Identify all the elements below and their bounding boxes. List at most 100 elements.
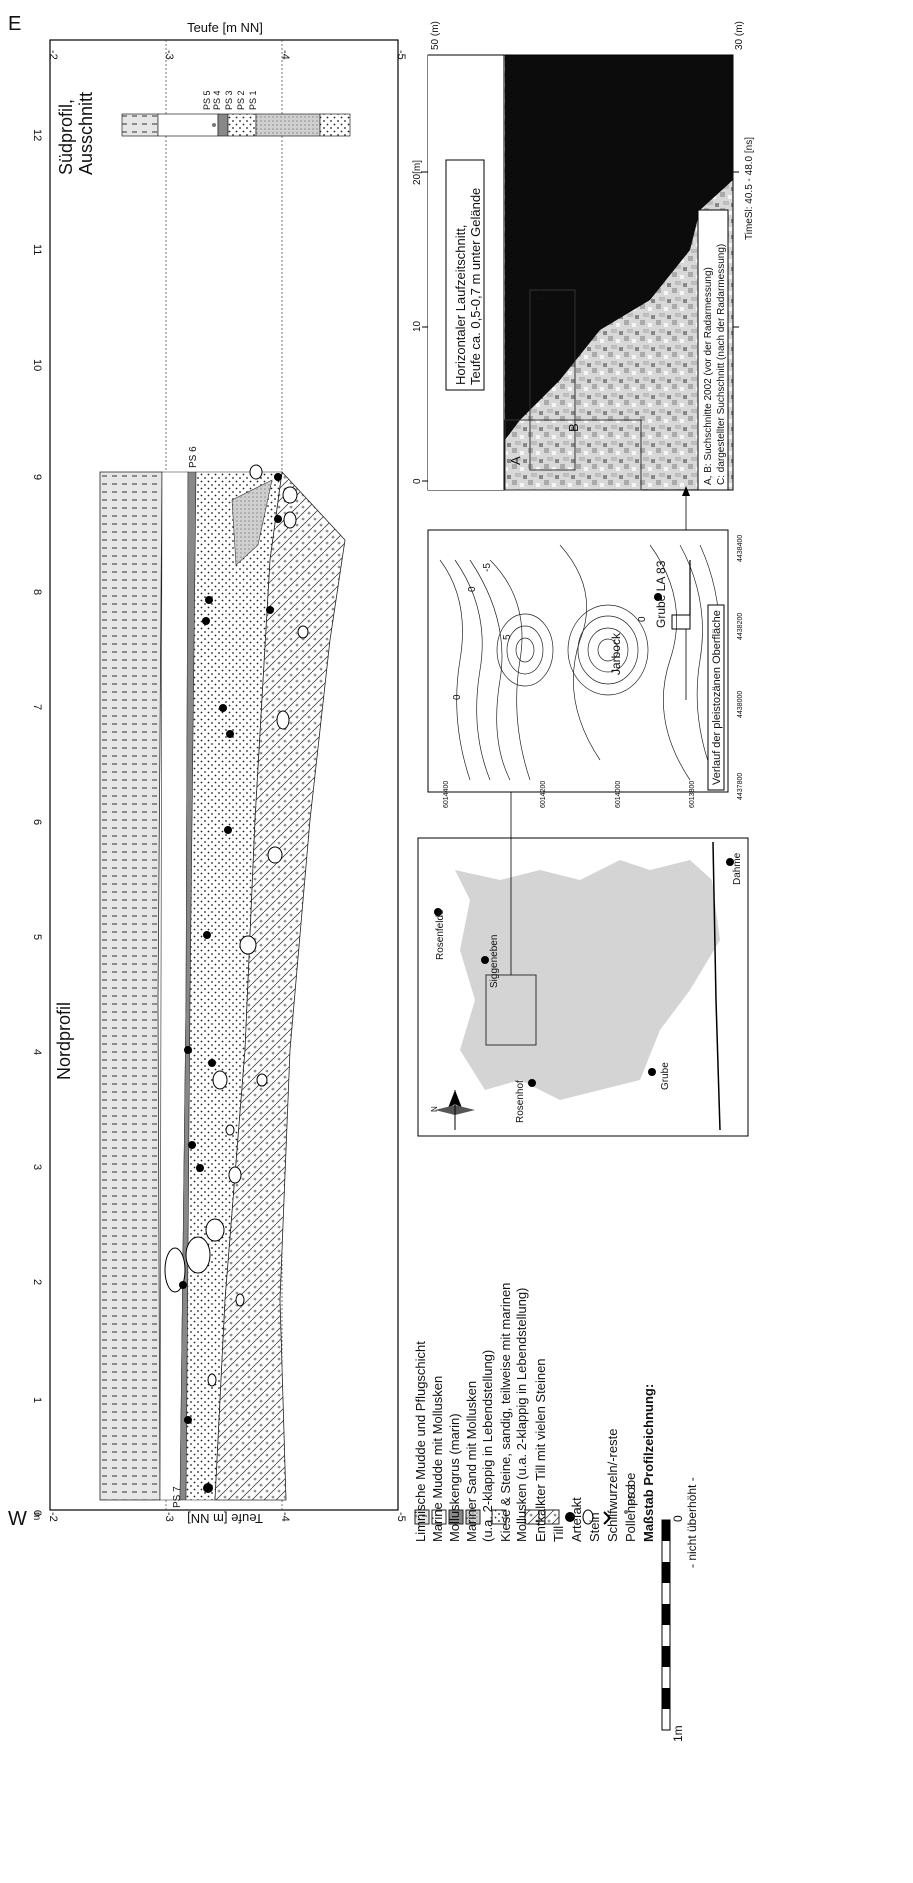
distance-tick: 10: [31, 359, 43, 371]
radar-label-a: A: [508, 456, 523, 465]
location-map: Siggeneben Rosenfelde Rosenhof Grube Dah…: [417, 694, 749, 1137]
place-rosenhof: Rosenhof: [515, 1080, 526, 1123]
radar-tick: 0: [412, 478, 423, 484]
north-arrow-icon: [435, 1090, 475, 1130]
depth-tick: -4: [279, 50, 291, 60]
suedprofil-label-line1: Südprofil,: [56, 99, 76, 175]
legend-item-6: Entkalkter Till mit vielen Steinen: [533, 1358, 548, 1542]
radar-top-left: 50 (m): [430, 21, 441, 50]
radar-top-right: 30 (m): [734, 21, 745, 50]
distance-tick: 1: [31, 1397, 43, 1403]
y-tick: 6014400: [443, 781, 450, 808]
layer-mariner-sand-pocket: [231, 479, 273, 566]
depth-ticks-bottom: -2 -3 -4 -5: [47, 1512, 407, 1522]
legend-item-10: Schilfwurzeln/-reste: [605, 1429, 620, 1542]
legend-item-7: Till: [551, 1526, 566, 1542]
legend-item-4: Mariner Sand mit Mollusken: [464, 1381, 479, 1542]
distance-tick: 12: [31, 129, 43, 141]
contour-label: 5: [502, 634, 513, 640]
suedprofil-label-line2: Ausschnitt: [76, 92, 96, 175]
legend-item-5b: Mollusken (u.a. 2-klappig in Lebendstell…: [514, 1288, 529, 1542]
distance-tick: 7: [31, 704, 43, 710]
distance-tick: 8: [31, 589, 43, 595]
depth-tick: -2: [47, 1512, 59, 1522]
contour-y-ticks: 6014400 6014200 6014000 6013800: [443, 781, 696, 808]
artefacts: [179, 473, 282, 1493]
distance-tick: 3: [31, 1164, 43, 1170]
distance-tick: 2: [31, 1279, 43, 1285]
radar-dark-zone: [505, 55, 733, 440]
radar-tick: 20[m]: [412, 160, 423, 185]
distance-ticks: 0 1 2 3 4 5 6 7 8 9 10 11 12: [31, 129, 43, 1516]
radar-label-c: C: [532, 291, 547, 300]
radar-title-1: Horizontaler Laufzeitschnitt,: [453, 225, 468, 385]
suedprofil-ps-labels: PS 5 PS 4 PS 3 PS 2 PS 1: [202, 90, 258, 110]
radar-timeslice: TimeSl: 40.5 - 48.0 [ns]: [744, 137, 755, 240]
place-siggeneben: Siggeneben: [489, 935, 500, 988]
contour-caption: Verlauf der pleistozänen Oberfläche: [711, 610, 723, 785]
depth-tick: -5: [395, 50, 407, 60]
depth-tick: -4: [279, 1512, 291, 1522]
distance-tick: 5: [31, 934, 43, 940]
suedprofil-column: [121, 113, 351, 137]
legend-item-5: Kiese & Steine, sandig, teilweise mit ma…: [498, 1283, 513, 1542]
nordprofil-label: Nordprofil: [54, 1002, 74, 1080]
contour-label: 0: [637, 616, 648, 622]
ps4-label: PS 4: [212, 90, 222, 110]
place-dahme: Dahme: [732, 852, 743, 885]
profile-panel: W E Teufe [m NN] Teufe [m NN] -2 -3 -4 -…: [8, 13, 407, 1530]
contour-label: -5: [482, 563, 493, 572]
ps6-label: PS 6: [188, 446, 199, 468]
unit-m-label: m: [31, 1512, 42, 1520]
depth-tick: -5: [395, 1512, 407, 1522]
scale-note: - nicht überhöht -: [685, 1477, 699, 1568]
radar-tick: 10: [412, 320, 423, 332]
contour-label: 0: [452, 694, 463, 700]
north-label: N: [430, 1106, 439, 1112]
scale-zero: 0: [671, 1515, 685, 1522]
legend-ps3: PS 3: [627, 1484, 638, 1506]
x-tick: 4438200: [737, 613, 744, 640]
radar-label-b: B: [566, 423, 581, 432]
corner-label-e: E: [8, 13, 21, 35]
distance-tick: 9: [31, 474, 43, 480]
distance-tick: 4: [31, 1049, 43, 1055]
legend-item-11: Pollenprobe: [623, 1473, 638, 1542]
scale-one: 1m: [671, 1725, 685, 1742]
distance-tick: 0: [31, 1510, 43, 1516]
legend-item-9: Stein: [587, 1512, 602, 1542]
legend-item-8: Artefakt: [569, 1497, 584, 1542]
corner-label-w: W: [8, 1508, 27, 1530]
depth-axis-title-bottom: Teufe [m NN]: [187, 1511, 263, 1526]
layer-till: [214, 471, 346, 1501]
y-tick: 6014200: [540, 781, 547, 808]
contour-label: 0: [467, 586, 478, 592]
ps1-label: PS 1: [248, 90, 258, 110]
depth-axis-title-top: Teufe [m NN]: [187, 20, 263, 35]
stones: [164, 464, 309, 1387]
legend-item-3: Molluskengrus (marin): [447, 1413, 462, 1542]
map-markers: [434, 858, 734, 1087]
ps2-label: PS 2: [236, 90, 246, 110]
ps5-label: PS 5: [202, 90, 212, 110]
x-tick: 4437800: [737, 773, 744, 800]
radar-note-1: A, B: Suchschnitte 2002 (vor der Radarme…: [703, 267, 714, 485]
layer-limnische-mudde: [99, 471, 163, 1501]
y-tick: 6013800: [689, 781, 696, 808]
radar-dist-ticks: 0 10 20[m]: [412, 160, 428, 484]
y-tick: 6014000: [615, 781, 622, 808]
radar-panel: Horizontaler Laufzeitschnitt, Teufe ca. …: [412, 21, 755, 530]
scale-title: Maßstab Profilzeichnung:: [641, 1384, 656, 1542]
legend-item-2: Marine Mudde mit Mollusken: [430, 1376, 445, 1542]
ps7-label: PS 7: [172, 1486, 183, 1508]
scale-bar: [661, 1519, 671, 1731]
ps3-label: PS 3: [224, 90, 234, 110]
distance-tick: 11: [31, 244, 43, 255]
contour-x-ticks: 4437800 4438000 4438200 4438400: [737, 535, 744, 800]
depth-ticks-top: -2 -3 -4 -5: [47, 50, 407, 60]
land-shape: [455, 860, 720, 1100]
legend: Limnische Mudde und Pflugschicht Marine …: [413, 1283, 699, 1742]
x-tick: 4438000: [737, 691, 744, 718]
depth-tick: -3: [163, 50, 175, 60]
